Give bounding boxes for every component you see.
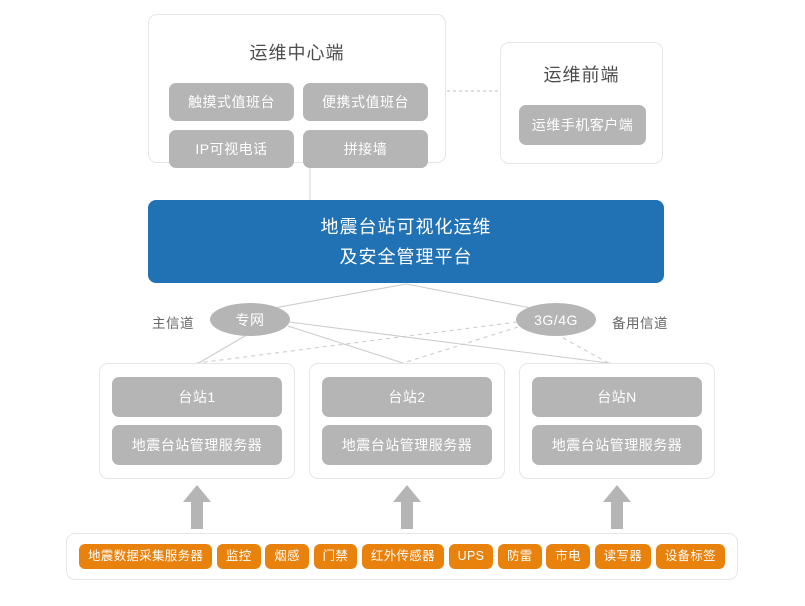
primary-channel-label: 主信道	[152, 316, 194, 331]
platform-title-line-1: 地震台站可视化运维	[320, 216, 492, 237]
ops-center-title: 运维中心端	[249, 43, 345, 63]
link-mobile-net-to-station-2	[399, 326, 519, 365]
ops-center-chip-video-wall[interactable]: 拼接墙	[303, 130, 428, 168]
device-tag-ups[interactable]: UPS	[448, 544, 494, 569]
device-tag-equipment-label[interactable]: 设备标签	[655, 544, 725, 569]
primary-channel-node-private-network[interactable]: 专网	[210, 303, 290, 336]
device-tag-reader[interactable]: 读写器	[594, 544, 652, 569]
station-card-1: 台站1 地震台站管理服务器	[99, 363, 295, 479]
station-1-name[interactable]: 台站1	[112, 377, 282, 417]
device-tag-smoke-sensor[interactable]: 烟感	[265, 544, 309, 569]
device-tag-lightning-protection[interactable]: 防雷	[497, 544, 542, 569]
ops-frontend-title: 运维前端	[543, 65, 620, 85]
ops-frontend-chip-mobile-client[interactable]: 运维手机客户端	[519, 105, 646, 145]
device-tag-seismic-data-acquisition-server[interactable]: 地震数据采集服务器	[79, 544, 213, 569]
platform-title-line-2: 及安全管理平台	[339, 246, 473, 267]
link-private-net-to-station-1	[196, 332, 251, 365]
device-tag-infrared-sensor[interactable]: 红外传感器	[361, 544, 444, 569]
backup-channel-label: 备用信道	[612, 316, 668, 331]
device-tag-mains-power[interactable]: 市电	[546, 544, 590, 569]
station-2-server[interactable]: 地震台站管理服务器	[322, 425, 492, 465]
station-card-2: 台站2 地震台站管理服务器	[309, 363, 505, 479]
ops-center-chip-touch-duty-console[interactable]: 触摸式值班台	[169, 83, 294, 121]
link-mobile-net-to-station-n	[555, 333, 611, 365]
ops-center-chip-ip-video-phone[interactable]: IP可视电话	[169, 130, 294, 168]
station-1-server[interactable]: 地震台站管理服务器	[112, 425, 282, 465]
device-tag-surveillance[interactable]: 监控	[216, 544, 261, 569]
ops-center-chip-portable-duty-console[interactable]: 便携式值班台	[303, 83, 428, 121]
platform-banner: 地震台站可视化运维 及安全管理平台	[148, 200, 664, 283]
upward-arrow-icon-station-n	[603, 485, 631, 529]
station-card-n: 台站N 地震台站管理服务器	[519, 363, 715, 479]
station-n-name[interactable]: 台站N	[532, 377, 702, 417]
device-tag-bar: 地震数据采集服务器 监控 烟感 门禁 红外传感器 UPS 防雷 市电 读写器 设…	[66, 533, 738, 580]
ops-center-panel: 运维中心端 触摸式值班台 便携式值班台 IP可视电话 拼接墙	[148, 14, 446, 168]
device-tag-access-control[interactable]: 门禁	[313, 544, 358, 569]
ops-frontend-panel: 运维前端 运维手机客户端	[500, 42, 663, 164]
link-private-net-to-station-2	[287, 325, 407, 365]
station-2-name[interactable]: 台站2	[322, 377, 492, 417]
upward-arrow-icon-station-1	[183, 485, 211, 529]
station-n-server[interactable]: 地震台站管理服务器	[532, 425, 702, 465]
backup-channel-node-3g-4g[interactable]: 3G/4G	[516, 303, 596, 336]
upward-arrow-icon-station-2	[393, 485, 421, 529]
